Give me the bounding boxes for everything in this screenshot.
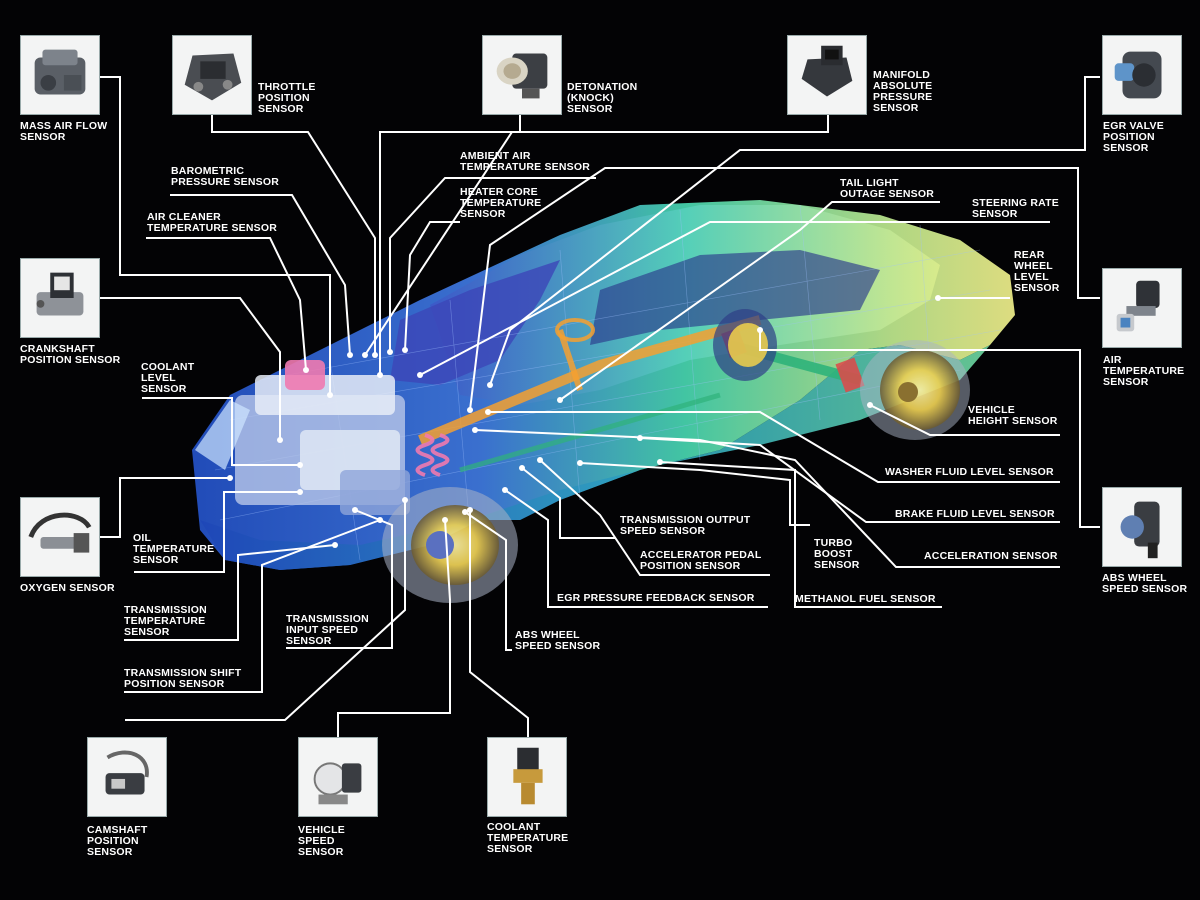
label-transmission-input-speed-sensor: TRANSMISSION INPUT SPEED SENSOR xyxy=(286,613,369,647)
leader-heater xyxy=(404,221,460,351)
label-oil-temperature-sensor: OIL TEMPERATURE SENSOR xyxy=(133,532,215,566)
label-vehicle-speed-sensor: VEHICLE SPEED SENSOR xyxy=(298,824,345,858)
manifold-absolute-pressure-sensor-image xyxy=(787,35,867,115)
leader-baro xyxy=(170,194,351,356)
label-transmission-output-speed-sensor: TRANSMISSION OUTPUT SPEED SENSOR xyxy=(620,514,751,537)
label-throttle-position-sensor: THROTTLE POSITION SENSOR xyxy=(258,81,316,115)
label-brake-fluid-level-sensor: BRAKE FLUID LEVEL SENSOR xyxy=(895,508,1055,520)
leader-oxygen xyxy=(100,477,230,538)
label-accelerator-pedal-position-sensor: ACCELERATOR PEDAL POSITION SENSOR xyxy=(640,549,762,572)
camshaft-position-sensor-image xyxy=(87,737,167,817)
oxygen-sensor-image xyxy=(20,497,100,577)
leader-crank xyxy=(98,297,281,440)
car-side-window xyxy=(590,250,880,345)
label-turbo-boost-sensor: TURBO BOOST SENSOR xyxy=(814,537,860,571)
headlight xyxy=(195,400,250,470)
label-rear-wheel-level-sensor: REAR WHEEL LEVEL SENSOR xyxy=(1014,249,1060,294)
label-vehicle-height-sensor: VEHICLE HEIGHT SENSOR xyxy=(968,404,1058,427)
label-tail-light-outage-sensor: TAIL LIGHT OUTAGE SENSOR xyxy=(840,177,934,200)
leader-maf xyxy=(100,76,331,395)
leader-egr-valve xyxy=(489,76,1100,386)
leader-trans-output xyxy=(521,467,616,539)
steering-column xyxy=(557,329,583,391)
detonation-knock-sensor-image xyxy=(482,35,562,115)
leader-map xyxy=(364,115,829,356)
label-acceleration-sensor: ACCELERATION SENSOR xyxy=(924,550,1058,562)
leader-vehicle-speed xyxy=(337,519,451,737)
leader-abs-center xyxy=(464,511,512,651)
leader-washer xyxy=(488,411,1060,483)
rear-wheel xyxy=(860,340,970,440)
leader-trans-shift xyxy=(124,519,381,693)
leader-brake xyxy=(639,437,1060,523)
label-air-cleaner-temperature-sensor: AIR CLEANER TEMPERATURE SENSOR xyxy=(147,211,277,234)
exhaust xyxy=(459,392,721,473)
front-wheel xyxy=(382,487,518,603)
label-washer-fluid-level-sensor: WASHER FLUID LEVEL SENSOR xyxy=(885,466,1054,478)
leader-knock xyxy=(379,115,521,375)
label-mass-air-flow-sensor: MASS AIR FLOW SENSOR xyxy=(20,120,108,143)
leader-turbo xyxy=(579,462,810,526)
label-coolant-temperature-sensor: COOLANT TEMPERATURE SENSOR xyxy=(487,821,569,855)
label-barometric-pressure-sensor: BAROMETRIC PRESSURE SENSOR xyxy=(171,165,280,188)
crankshaft-position-sensor-image xyxy=(20,258,100,338)
label-egr-valve-position-sensor: EGR VALVE POSITION SENSOR xyxy=(1103,120,1164,154)
label-oxygen-sensor: OXYGEN SENSOR xyxy=(20,582,115,594)
vehicle-speed-sensor-image xyxy=(298,737,378,817)
abs-wheel-speed-sensor-right-image xyxy=(1102,487,1182,567)
driveshaft xyxy=(418,315,762,445)
leader-trans-input xyxy=(286,509,393,649)
coolant-temperature-sensor-image xyxy=(487,737,567,817)
mass-air-flow-sensor-image xyxy=(20,35,100,115)
leader-taillight xyxy=(559,201,940,401)
leader-methanol xyxy=(659,461,942,608)
label-transmission-shift-position-sensor: TRANSMISSION SHIFT POSITION SENSOR xyxy=(124,667,242,690)
label-steering-rate-sensor: STEERING RATE SENSOR xyxy=(972,197,1059,220)
leader-coolant-temp xyxy=(469,510,529,737)
label-abs-wheel-speed-sensor-center: ABS WHEEL SPEED SENSOR xyxy=(515,629,601,652)
leader-ambient xyxy=(389,177,596,352)
label-ambient-air-temperature-sensor: AMBIENT AIR TEMPERATURE SENSOR xyxy=(460,150,590,173)
air-temperature-sensor-image xyxy=(1102,268,1182,348)
leader-tps xyxy=(211,115,376,355)
leader-aircleaner xyxy=(146,237,307,371)
engine-assembly xyxy=(235,360,410,515)
leader-oil xyxy=(134,491,300,573)
label-methanol-fuel-sensor: METHANOL FUEL SENSOR xyxy=(795,593,936,605)
label-egr-pressure-feedback-sensor: EGR PRESSURE FEEDBACK SENSOR xyxy=(557,592,755,604)
label-crankshaft-position-sensor: CRANKSHAFT POSITION SENSOR xyxy=(20,343,121,366)
egr-valve-position-sensor-image xyxy=(1102,35,1182,115)
throttle-position-sensor-image xyxy=(172,35,252,115)
leader-egr-pressure xyxy=(504,489,768,608)
leader-camshaft xyxy=(125,500,406,721)
label-transmission-temperature-sensor: TRANSMISSION TEMPERATURE SENSOR xyxy=(124,604,207,638)
leader-acceleration xyxy=(474,429,1060,568)
leader-coolant-level xyxy=(142,397,300,466)
label-detonation-knock-sensor: DETONATION (KNOCK) SENSOR xyxy=(567,81,638,115)
leader-trans-temp xyxy=(124,544,336,641)
leader-abs-right xyxy=(759,330,1100,528)
label-air-temperature-sensor: AIR TEMPERATURE SENSOR xyxy=(1103,354,1185,388)
leader-vehicle-height xyxy=(869,404,1060,436)
label-coolant-level-sensor: COOLANT LEVEL SENSOR xyxy=(141,361,195,395)
rear-hub xyxy=(713,309,777,381)
car-windshield xyxy=(390,260,560,385)
leader-steering xyxy=(419,221,1050,376)
label-manifold-absolute-pressure-sensor: MANIFOLD ABSOLUTE PRESSURE SENSOR xyxy=(873,69,933,114)
leader-accel-pedal xyxy=(539,459,770,576)
leader-airtemp xyxy=(469,167,1100,411)
label-heater-core-temperature-sensor: HEATER CORE TEMPERATURE SENSOR xyxy=(460,186,542,220)
front-suspension xyxy=(415,433,450,477)
label-abs-wheel-speed-sensor-right: ABS WHEEL SPEED SENSOR xyxy=(1102,572,1188,595)
label-camshaft-position-sensor: CAMSHAFT POSITION SENSOR xyxy=(87,824,148,858)
